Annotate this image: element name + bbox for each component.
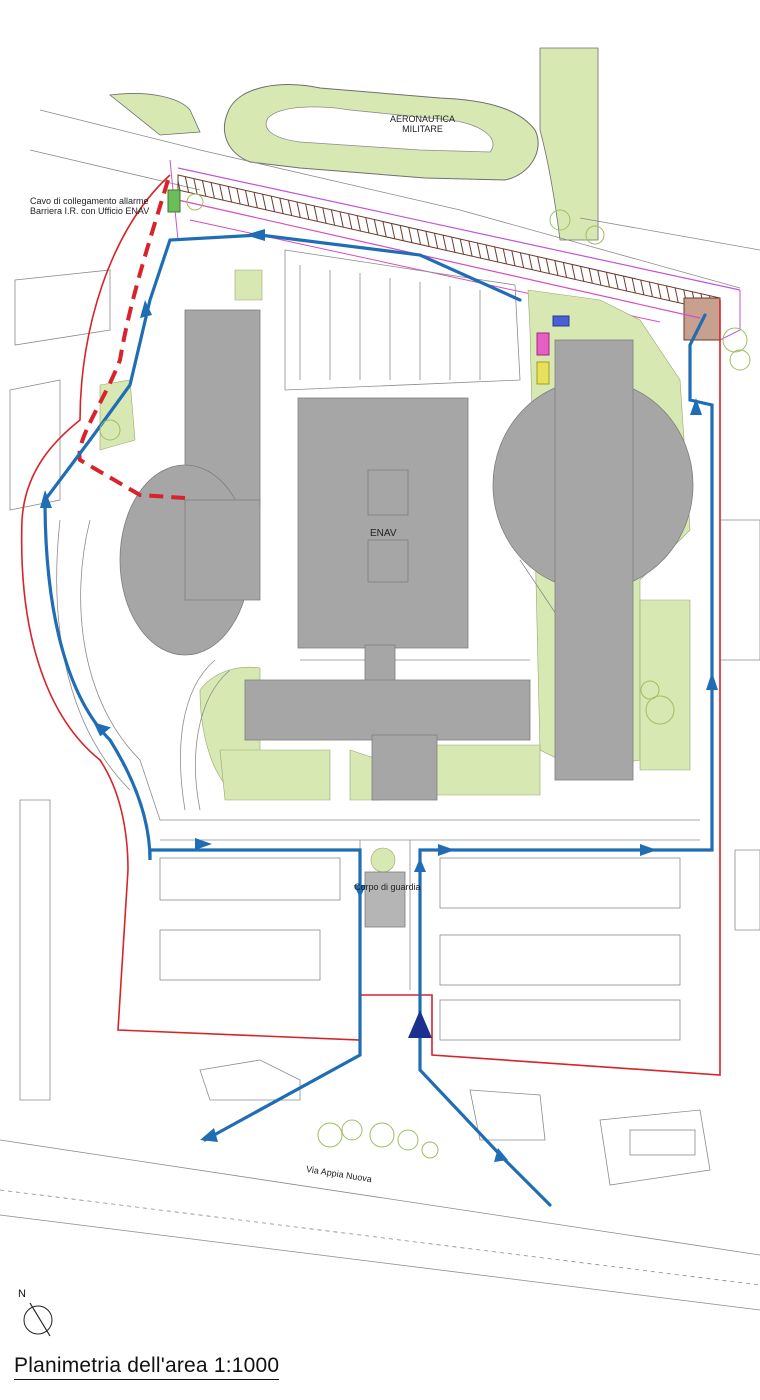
trees	[99, 193, 751, 1159]
guard-house-label: Corpo di guardia	[354, 882, 421, 892]
north-arrow-icon	[23, 1302, 53, 1337]
plan-title: Planimetria dell'area 1:1000	[14, 1354, 280, 1380]
building-details	[367, 469, 409, 583]
route-arrows	[40, 229, 718, 1162]
north-label: N	[18, 1288, 26, 1300]
military-area	[109, 47, 599, 241]
military-label: AERONAUTICA MILITARE	[390, 114, 456, 135]
enav-building-label: ENAV	[370, 528, 397, 539]
site-boundary	[20, 174, 721, 1076]
service-boxes	[167, 189, 570, 385]
alarm-cable-label: Cavo di collegamento allarme Barriera I.…	[30, 196, 150, 217]
buildings	[119, 309, 694, 928]
road-edges	[0, 109, 760, 1311]
